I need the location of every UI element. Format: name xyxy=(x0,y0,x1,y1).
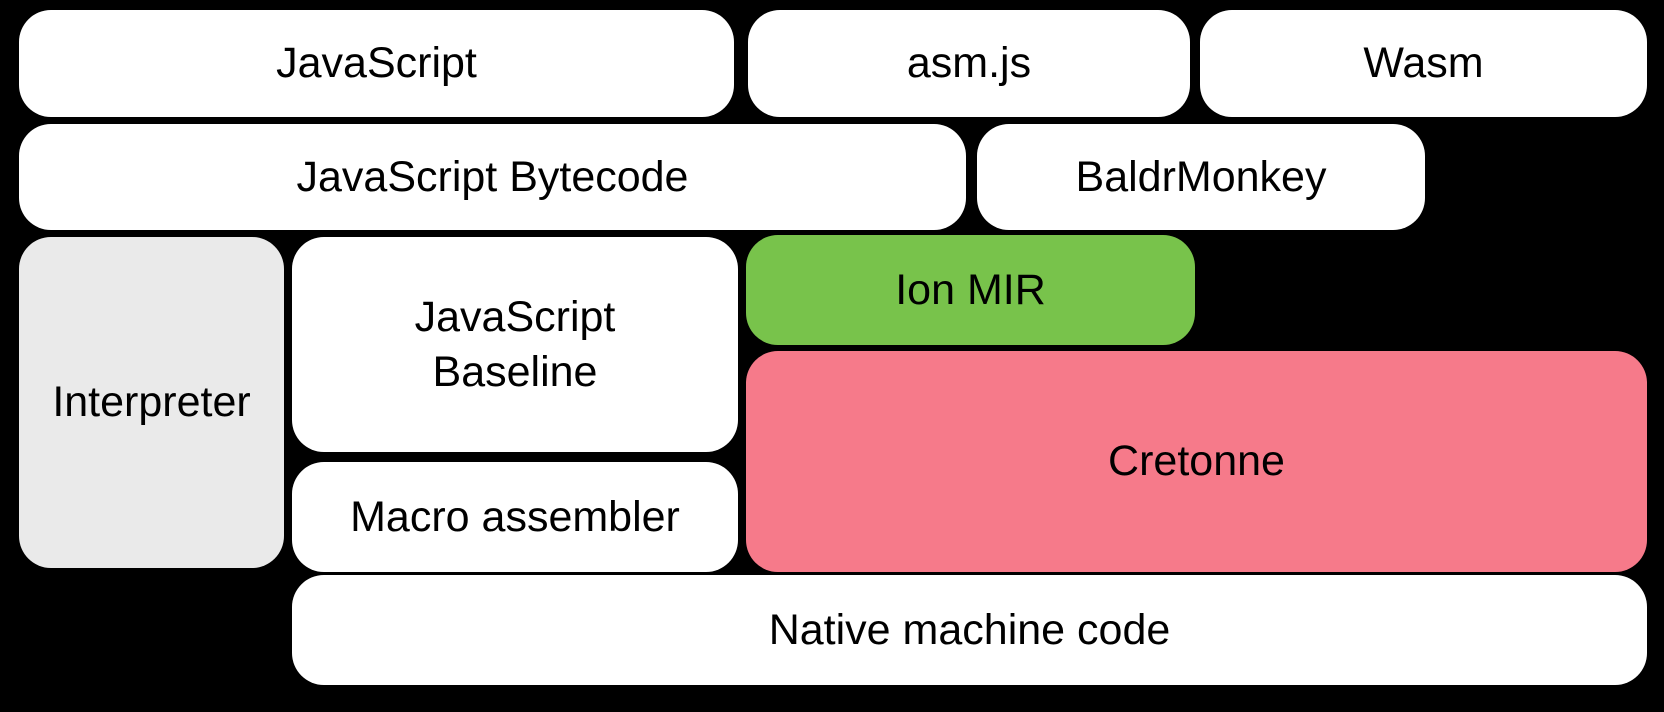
node-javascript-baseline: JavaScript Baseline xyxy=(292,237,738,452)
node-macro-assembler: Macro assembler xyxy=(292,462,738,572)
node-wasm: Wasm xyxy=(1200,10,1647,117)
node-javascript-bytecode: JavaScript Bytecode xyxy=(19,124,966,230)
node-javascript: JavaScript xyxy=(19,10,734,117)
node-interpreter: Interpreter xyxy=(19,237,284,568)
node-ion-mir: Ion MIR xyxy=(746,235,1195,345)
node-native-machine-code: Native machine code xyxy=(292,575,1647,685)
node-asm-js: asm.js xyxy=(748,10,1190,117)
node-baldrmonkey: BaldrMonkey xyxy=(977,124,1425,230)
node-cretonne: Cretonne xyxy=(746,351,1647,572)
